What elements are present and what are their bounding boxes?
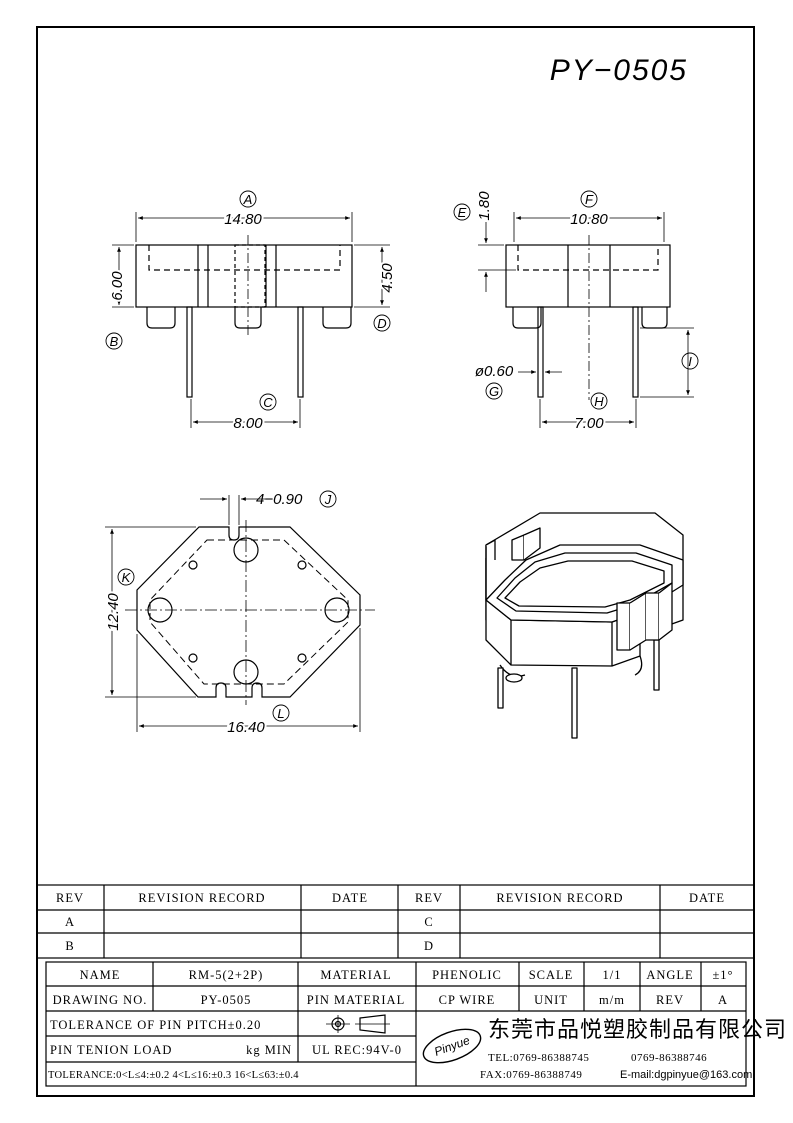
title-block — [45, 961, 747, 1087]
dim-c-value: 8.00 — [233, 415, 263, 432]
rev-c: C — [424, 915, 433, 929]
dim-l-tag: L — [277, 706, 284, 721]
date-header-2: DATE — [689, 891, 725, 905]
rev-d: D — [424, 939, 434, 953]
dim-h-tag: H — [594, 394, 604, 409]
rev-b: B — [65, 939, 74, 953]
dim-g-tag: G — [489, 384, 499, 399]
drawing-no-label: DRAWING NO. — [53, 993, 148, 1007]
rev-a: A — [65, 915, 75, 929]
pin-material-label: PIN MATERIAL — [307, 993, 405, 1007]
material-label: MATERIAL — [320, 968, 391, 982]
dim-g-value: ø0.60 — [475, 363, 514, 380]
top-view — [105, 490, 375, 732]
dim-a-tag: A — [243, 192, 253, 207]
dim-f-tag: F — [585, 192, 594, 207]
tolerance-pitch: TOLERANCE OF PIN PITCH±0.20 — [50, 1018, 261, 1032]
revision-table-text: REV REVISION RECORD DATE REV REVISION RE… — [56, 891, 725, 953]
material-value: PHENOLIC — [432, 968, 502, 982]
company-email: E-mail:dgpinyue@163.com — [620, 1069, 752, 1081]
company-tel: TEL:0769-86388745 — [488, 1052, 589, 1064]
date-header: DATE — [332, 891, 368, 905]
ul-rec: UL REC:94V-0 — [312, 1043, 402, 1057]
rev-header: REV — [56, 891, 84, 905]
dim-d-value: 4.50 — [379, 263, 396, 293]
drawing-no-value: PY-0505 — [201, 993, 252, 1007]
dim-a-value: 14.80 — [224, 211, 262, 228]
dim-f-value: 10.80 — [570, 211, 608, 228]
revision-table — [36, 884, 755, 959]
dim-e-value: 1.80 — [476, 191, 493, 221]
dim-l-value: 16.40 — [227, 719, 265, 736]
company-fax: FAX:0769-86388749 — [480, 1069, 582, 1081]
dim-j-value: 4−0.90 — [256, 491, 303, 508]
angle-label: ANGLE — [646, 968, 693, 982]
side-view — [453, 190, 699, 428]
rev-header-2: REV — [415, 891, 443, 905]
scale-value: 1/1 — [603, 968, 622, 982]
unit-value: m/m — [599, 993, 625, 1007]
tolerance-general: TOLERANCE:0<L≤4:±0.2 4<L≤16:±0.3 16<L≤63… — [48, 1070, 299, 1081]
revision-record-header-2: REVISION RECORD — [496, 891, 623, 905]
dim-b-tag: B — [110, 334, 119, 349]
unit-label: UNIT — [534, 993, 568, 1007]
rev-value: A — [718, 993, 728, 1007]
isometric-view — [485, 512, 684, 739]
dim-j-tag: J — [324, 492, 332, 507]
dim-c-tag: C — [263, 395, 273, 410]
part-number: PY−0505 — [550, 54, 688, 87]
dim-k-value: 12.40 — [105, 593, 122, 631]
dim-h-value: 7.00 — [574, 415, 604, 432]
angle-value: ±1° — [712, 968, 733, 982]
pin-tension-unit: kg MIN — [246, 1043, 292, 1057]
dim-d-tag: D — [377, 316, 386, 331]
pin-tension: PIN TENION LOAD — [50, 1043, 172, 1057]
company-tel-2: 0769-86388746 — [631, 1052, 707, 1064]
sheet-border — [36, 26, 755, 1097]
dim-b-value: 6.00 — [109, 271, 126, 301]
name-label: NAME — [80, 968, 121, 982]
dim-i-tag: I — [688, 354, 692, 369]
rev-label: REV — [656, 993, 684, 1007]
title-block-text: NAME RM-5(2+2P) MATERIAL PHENOLIC SCALE … — [50, 968, 733, 1057]
name-value: RM-5(2+2P) — [189, 968, 264, 982]
revision-record-header: REVISION RECORD — [138, 891, 265, 905]
dim-e-tag: E — [458, 205, 467, 220]
front-view — [105, 190, 391, 428]
scale-label: SCALE — [529, 968, 574, 982]
pin-material-value: CP WIRE — [439, 993, 496, 1007]
dim-k-tag: K — [122, 570, 132, 585]
company-name: 东莞市品悦塑胶制品有限公司 — [488, 1018, 787, 1043]
